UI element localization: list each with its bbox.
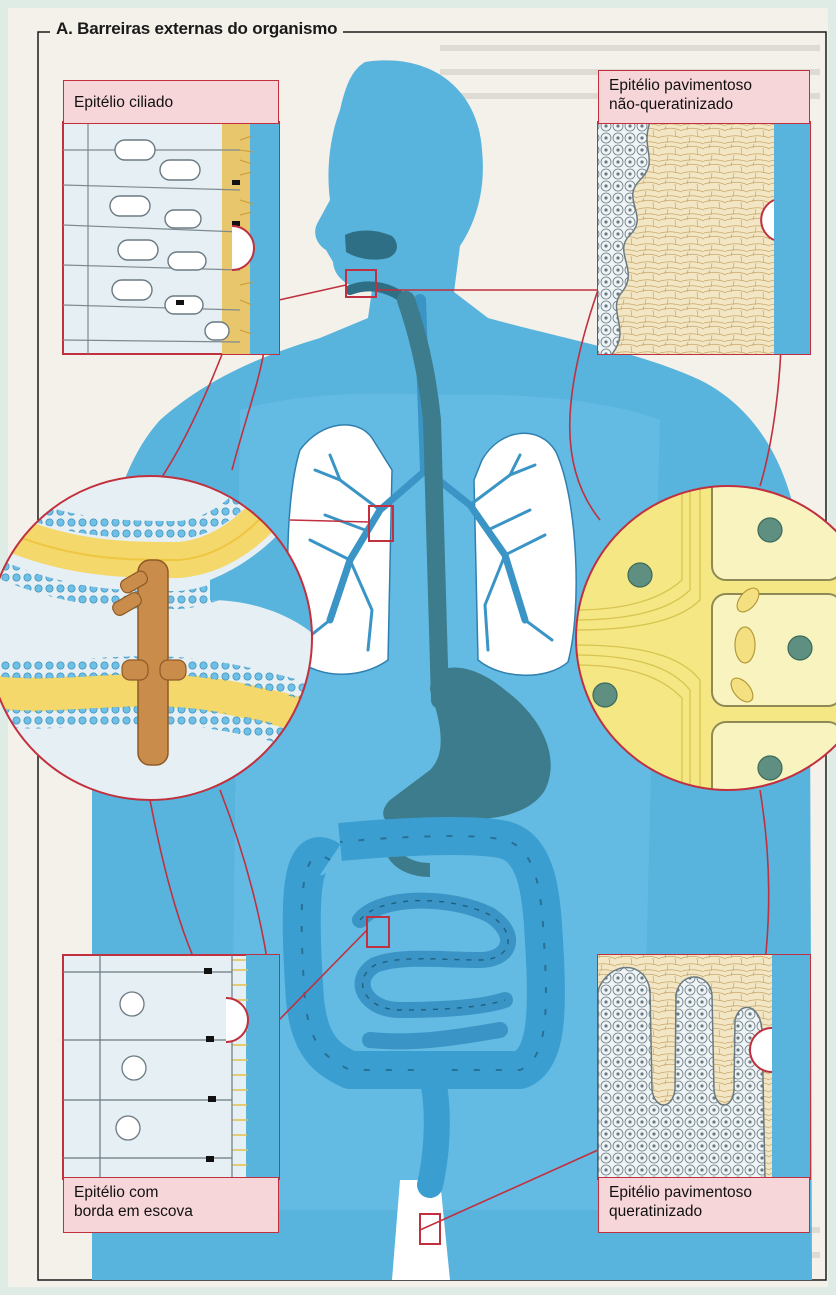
label-brush-border-line1: Epitélio com	[74, 1183, 268, 1202]
panel-squamous-nonkeratinized	[598, 122, 810, 354]
panel-brush-border	[63, 955, 279, 1179]
label-squamous-nonkeratinized: Epitélio pavimentoso não-queratinizado	[598, 70, 810, 124]
label-squamous-nonkeratinized-line1: Epitélio pavimentoso	[609, 76, 799, 95]
label-ciliated-text: Epitélio ciliado	[74, 93, 268, 112]
rectum	[430, 1070, 437, 1185]
panel-squamous-keratinized	[598, 955, 810, 1179]
label-squamous-nonkeratinized-line2: não-queratinizado	[609, 95, 799, 114]
figure-title: A. Barreiras externas do organismo	[50, 19, 343, 39]
label-squamous-keratinized-line2: queratinizado	[609, 1202, 799, 1221]
label-brush-border-epithelium: Epitélio com borda em escova	[63, 1177, 279, 1233]
label-squamous-keratinized-line1: Epitélio pavimentoso	[609, 1183, 799, 1202]
label-brush-border-line2: borda em escova	[74, 1202, 268, 1221]
label-squamous-keratinized: Epitélio pavimentoso queratinizado	[598, 1177, 810, 1233]
label-ciliated-epithelium: Epitélio ciliado	[63, 80, 279, 124]
panel-ciliated	[63, 122, 279, 354]
